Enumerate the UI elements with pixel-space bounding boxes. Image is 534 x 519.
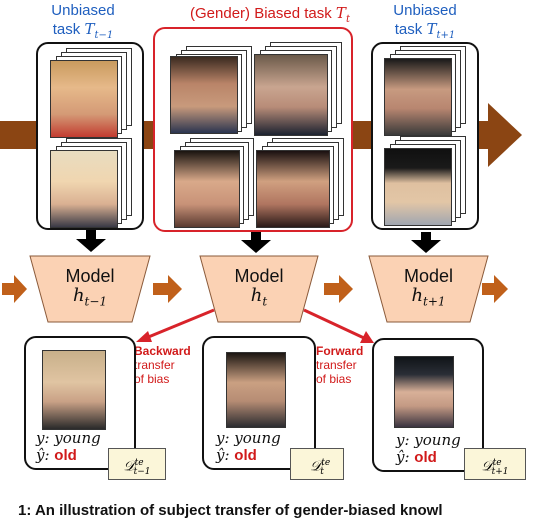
right-arrow-icon <box>324 275 353 303</box>
dataset-tag-next: 𝒟tet+1 <box>464 448 526 480</box>
task-title-biased: (Gender) Biased task Tt <box>190 4 350 25</box>
down-arrow-icon <box>411 232 441 253</box>
right-arrow-icon <box>2 275 27 303</box>
forward-transfer-arrow <box>303 308 374 343</box>
face-photo <box>50 150 118 228</box>
face-photo <box>42 350 106 430</box>
model-shape <box>199 255 319 323</box>
backward-transfer-arrow <box>136 308 215 342</box>
face-photo <box>254 54 328 136</box>
timeline-arrowhead <box>488 103 522 167</box>
figure-caption: 1: An illustration of subject transfer o… <box>18 502 443 519</box>
face-photo <box>256 150 330 228</box>
right-arrow-icon <box>482 275 508 303</box>
dataset-tag-prev: 𝒟tet−1 <box>108 448 166 480</box>
task-title-next: Unbiased task Tt+1 <box>393 2 457 41</box>
face-photo <box>174 150 240 228</box>
model-current: Model ht <box>234 266 284 309</box>
label-next: y: young ŷ: old <box>396 431 461 467</box>
forward-transfer-label: Forward transfer of bias <box>316 344 364 386</box>
down-arrow-icon <box>241 232 271 253</box>
dataset-tag-current: 𝒟tet <box>290 448 344 480</box>
model-shape <box>29 255 151 323</box>
face-photo <box>226 352 286 428</box>
task-title-prev: Unbiased task Tt−1 <box>51 2 115 41</box>
face-photo <box>394 356 454 428</box>
face-photo <box>384 148 452 226</box>
face-photo <box>50 60 118 138</box>
label-prev: y: young ŷ: old <box>36 429 101 465</box>
right-arrow-icon <box>153 275 182 303</box>
model-next: Model ht+1 <box>403 266 454 309</box>
label-current: y: young ŷ: old <box>216 429 281 465</box>
backward-transfer-label: Backward transfer of bias <box>134 344 191 386</box>
down-arrow-icon <box>76 230 106 252</box>
face-photo <box>384 58 452 136</box>
model-shape <box>368 255 489 323</box>
model-prev: Model ht−1 <box>65 266 115 309</box>
face-photo <box>170 56 238 134</box>
